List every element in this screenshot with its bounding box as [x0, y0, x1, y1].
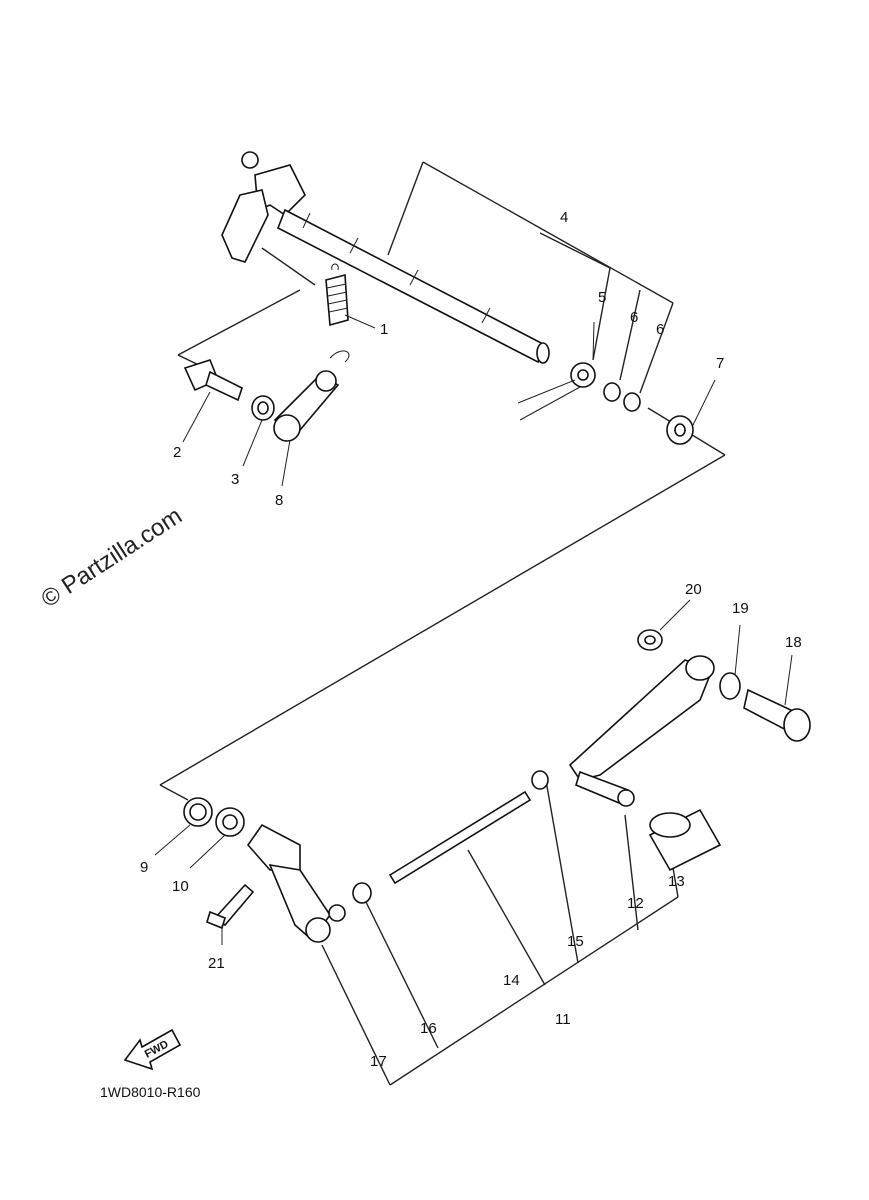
callout-10: 10 [172, 878, 189, 895]
callout-21: 21 [208, 955, 225, 972]
bolt-21 [206, 883, 255, 930]
spring [325, 263, 349, 327]
callout-16: 16 [420, 1020, 437, 1037]
upper-group-lines [159, 161, 726, 801]
circlip-6b [623, 392, 641, 412]
fwd-arrow-icon: FWD [123, 1028, 182, 1071]
watermark: © Partzilla.com [37, 502, 187, 613]
callout-7: 7 [716, 355, 724, 372]
callout-20: 20 [685, 581, 702, 598]
bolt-2 [183, 359, 243, 402]
stopper-lever [273, 350, 350, 442]
bolt-18 [743, 688, 811, 742]
washer-19 [719, 672, 741, 700]
shaft-spring-5 [517, 362, 596, 421]
circlip-6a [603, 382, 621, 402]
callout-2: 2 [173, 444, 181, 461]
callout-11: 11 [555, 1011, 571, 1028]
seal-10 [215, 807, 245, 837]
callout-6a: 6 [630, 309, 638, 326]
callout-13: 13 [668, 873, 685, 890]
callout-6b: 6 [656, 321, 664, 338]
nut-15 [531, 770, 549, 790]
shift-pedal [568, 655, 715, 807]
pedal-rubber-13 [648, 808, 722, 872]
washer-20 [637, 629, 663, 651]
callout-15: 15 [567, 933, 584, 950]
callout-9: 9 [140, 859, 148, 876]
callout-8: 8 [275, 492, 283, 509]
callout-5: 5 [598, 289, 606, 306]
callout-3: 3 [231, 471, 239, 488]
callout-12: 12 [627, 895, 644, 912]
bearing-9 [183, 797, 213, 827]
callout-4: 4 [560, 209, 568, 226]
callout-17: 17 [370, 1053, 387, 1070]
callout-18: 18 [785, 634, 802, 651]
washer-3 [251, 395, 275, 421]
leader-lines [154, 314, 793, 945]
washer-7 [666, 415, 694, 445]
callout-1: 1 [380, 321, 388, 338]
callouts: 1 2 3 4 5 6 6 7 8 9 10 11 12 13 14 15 16… [140, 209, 802, 1070]
callout-19: 19 [732, 600, 749, 617]
shift-rod [388, 790, 532, 885]
callout-14: 14 [503, 972, 520, 989]
shift-arm [246, 823, 346, 943]
diagram-code: 1WD8010-R160 [100, 1084, 201, 1100]
nut-16 [352, 882, 372, 904]
lower-group-lines [321, 774, 679, 1086]
shift-shaft [221, 151, 550, 364]
